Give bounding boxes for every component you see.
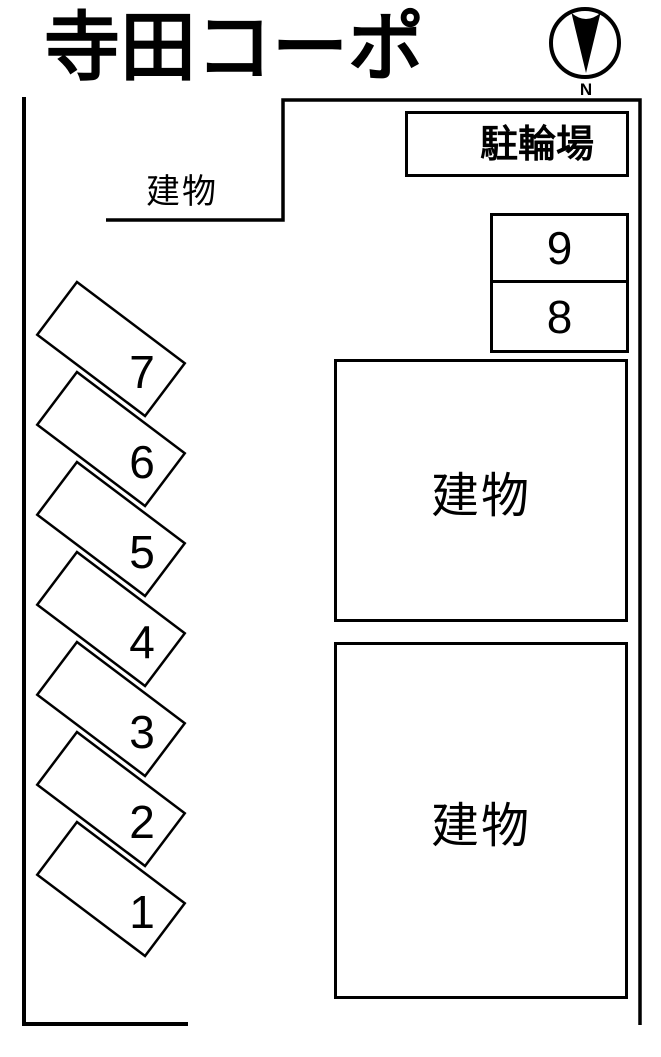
parking-space-number: 1 xyxy=(129,886,155,938)
parking-space-8: 8 xyxy=(490,280,629,353)
parking-space-number: 8 xyxy=(546,290,573,343)
building-label: 建物 xyxy=(430,799,531,853)
bicycle-parking-area xyxy=(405,111,629,177)
diagonal-parking-outlines xyxy=(35,280,187,958)
compass-icon: N xyxy=(549,7,621,99)
parking-space-number: 4 xyxy=(129,616,155,668)
building-top-left-label: 建物 xyxy=(146,173,218,211)
page-title: 寺田コーポ xyxy=(44,6,424,91)
parking-space-number: 5 xyxy=(129,526,155,578)
parking-space-number: 9 xyxy=(546,222,573,274)
parking-space-outline-2 xyxy=(35,730,187,868)
building-label: 建物 xyxy=(430,469,531,523)
left-boundary-line xyxy=(22,97,188,1026)
parking-space-number: 6 xyxy=(129,436,155,488)
parking-space-number: 2 xyxy=(129,796,155,848)
compass-needle xyxy=(571,13,601,73)
building-lower-right: 建物 xyxy=(334,642,628,999)
bicycle-parking-label: 駐輪場 xyxy=(479,124,594,166)
parking-space-outline-6 xyxy=(35,370,187,508)
parking-space-number: 3 xyxy=(129,706,155,758)
compass-north-label: N xyxy=(580,80,592,99)
parking-space-outline-7 xyxy=(35,280,187,418)
parking-space-outline-1 xyxy=(35,820,187,958)
parking-space-outline-3 xyxy=(35,640,187,778)
parking-space-number: 7 xyxy=(129,346,155,398)
parking-space-9: 9 xyxy=(490,213,629,283)
building-upper-right: 建物 xyxy=(334,359,628,622)
top-right-boundary-line xyxy=(106,98,642,1025)
parking-space-outline-4 xyxy=(35,550,187,688)
parking-space-outline-5 xyxy=(35,460,187,598)
compass-circle xyxy=(549,7,621,79)
